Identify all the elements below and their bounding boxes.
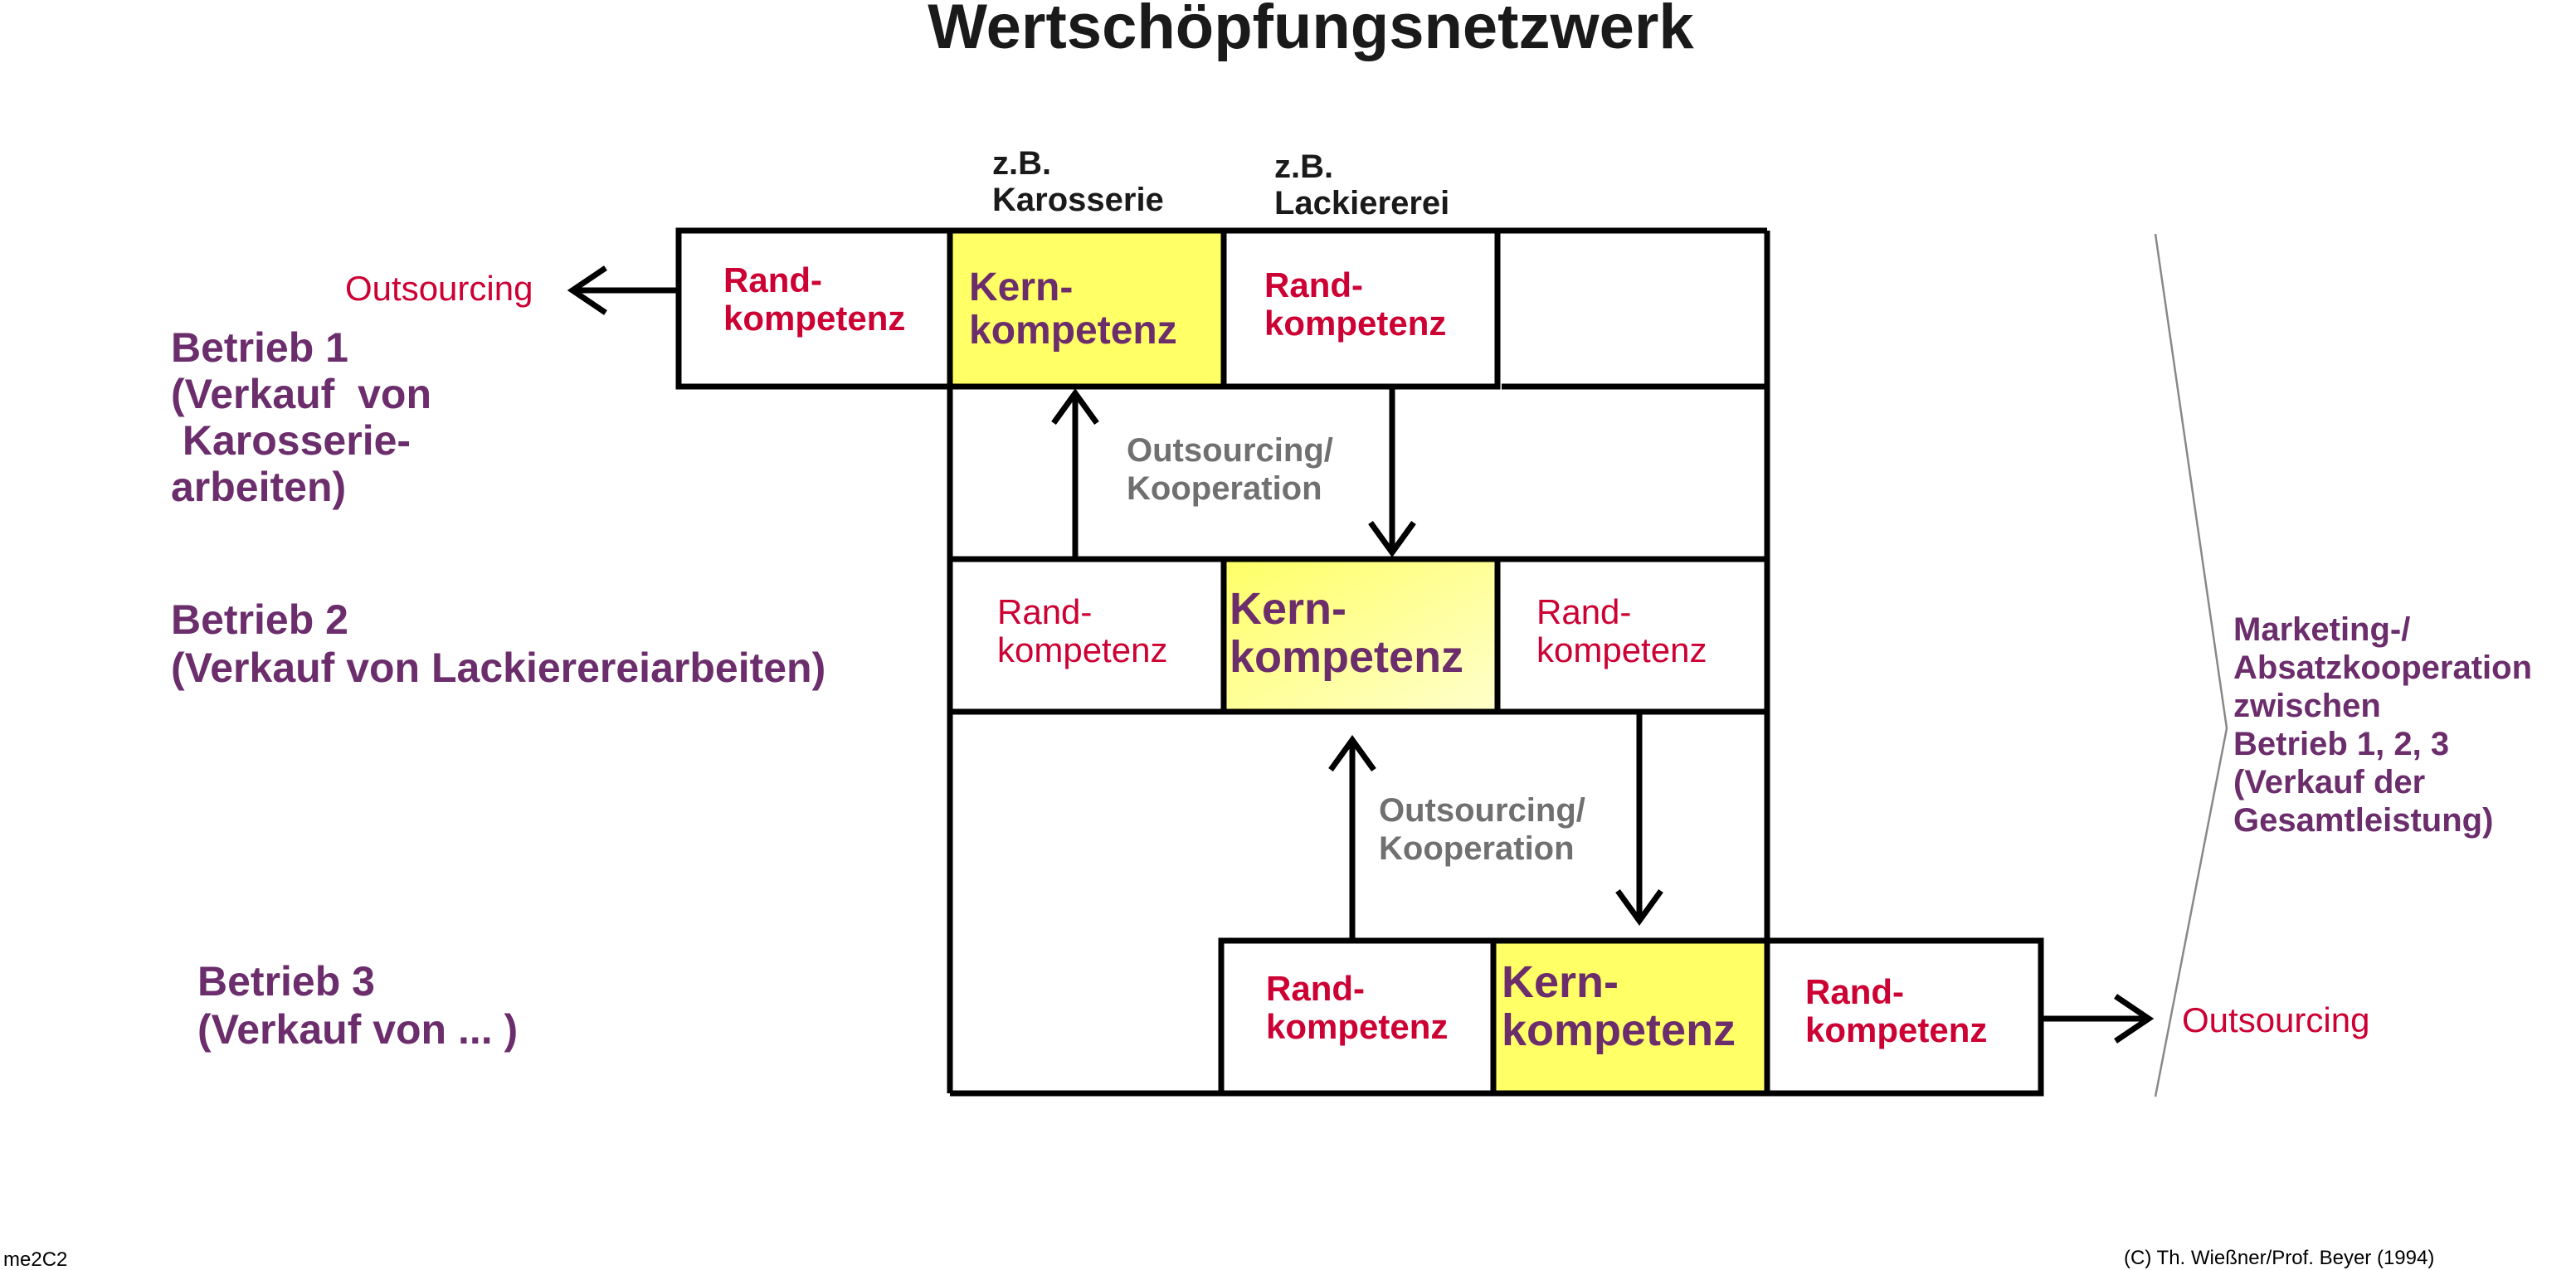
marketing-bracket <box>2154 233 2228 1097</box>
arrows <box>567 265 2155 1044</box>
row1-kern-line2: kompetenz <box>969 309 1177 353</box>
kooperation-2-line2: Kooperation <box>1379 830 1575 867</box>
footer-code: me2C2 <box>3 1248 67 1270</box>
row2-rand-left-line1: Rand- <box>997 592 1092 631</box>
row3-rand-left-cell <box>1218 937 1497 1097</box>
kooperation-2-line1: Outsourcing/ <box>1379 792 1585 829</box>
example-label-lackiererei-line2: Lackiererei <box>1274 185 1449 221</box>
page-title: Wertschöpfungsnetzwerk <box>928 0 1694 62</box>
betrieb-1-desc-line1: (Verkauf von <box>171 371 431 417</box>
row3-kern-line2: kompetenz <box>1502 1005 1736 1055</box>
row2-rand-left-line2: kompetenz <box>997 630 1167 669</box>
betrieb-2-desc-line1: (Verkauf von Lackierereiarbeiten) <box>171 645 825 691</box>
betrieb-3-desc-line1: (Verkauf von ... ) <box>197 1006 518 1053</box>
row2-rand-right-line1: Rand- <box>1536 592 1631 631</box>
row2-kern-line2: kompetenz <box>1230 632 1463 682</box>
marketing-line5: (Verkauf der <box>2233 764 2425 800</box>
row1-rand-left-line1: Rand- <box>723 260 822 299</box>
outsourcing-right-label: Outsourcing <box>2182 1000 2369 1039</box>
betrieb-3-name: Betrieb 3 <box>197 958 375 1005</box>
row2-rand-right-line2: kompetenz <box>1536 630 1707 669</box>
example-label-karosserie-line2: Karosserie <box>992 182 1164 218</box>
row2-rand-right-cell <box>1494 556 1770 715</box>
marketing-line3: zwischen <box>2233 688 2381 724</box>
outsourcing-left-label: Outsourcing <box>345 269 533 308</box>
example-label-lackiererei-line1: z.B. <box>1274 148 1333 185</box>
row2-kern-cell <box>1220 556 1501 715</box>
row2-kern-line1: Kern- <box>1230 584 1346 634</box>
row3-kern-line1: Kern- <box>1502 957 1619 1007</box>
marketing-line1: Marketing-/ <box>2233 611 2410 648</box>
row1-rand-right-line2: kompetenz <box>1264 304 1446 343</box>
row1-rand-right-cell <box>1220 227 1501 390</box>
marketing-line2: Absatzkooperation <box>2233 650 2532 686</box>
kooperation-1-line1: Outsourcing/ <box>1127 432 1333 469</box>
row3-rand-right-line2: kompetenz <box>1805 1010 1987 1049</box>
marketing-line4: Betrieb 1, 2, 3 <box>2233 726 2449 762</box>
betrieb-2-name: Betrieb 2 <box>171 596 348 643</box>
footer-copyright: (C) Th. Wießner/Prof. Beyer (1994) <box>2124 1247 2434 1269</box>
betrieb-1-desc-line2: Karosserie- <box>171 417 411 464</box>
row1-rand-right-line1: Rand- <box>1264 265 1363 304</box>
row3-rand-left-line2: kompetenz <box>1266 1007 1448 1046</box>
row1-rand-left-line2: kompetenz <box>723 299 905 338</box>
betrieb-1-name: Betrieb 1 <box>171 324 348 371</box>
row3-rand-left-line1: Rand- <box>1266 969 1365 1008</box>
betrieb-1-desc-line3: arbeiten) <box>171 464 346 510</box>
example-label-karosserie-line1: z.B. <box>992 145 1051 182</box>
row3-rand-right-line1: Rand- <box>1805 972 1904 1011</box>
row1-kern-line1: Kern- <box>969 265 1073 309</box>
row3-rand-right-cell <box>1764 937 2044 1097</box>
kooperation-1-line2: Kooperation <box>1127 470 1322 507</box>
marketing-line6: Gesamtleistung) <box>2233 802 2493 839</box>
